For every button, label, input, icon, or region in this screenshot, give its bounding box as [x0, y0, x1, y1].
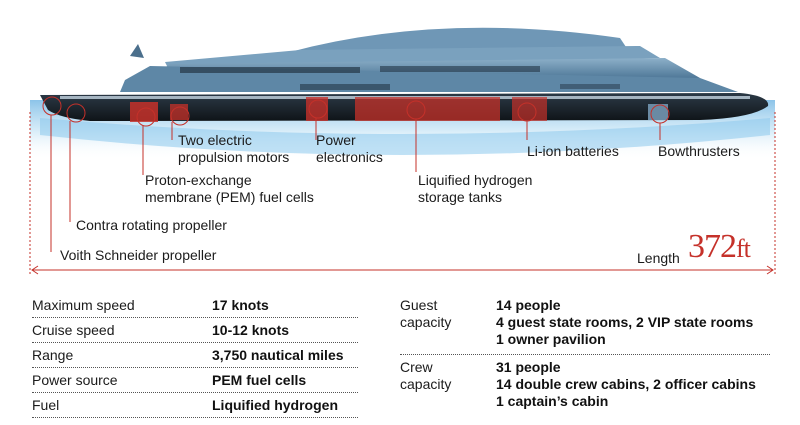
guest-capacity-value: 4 guest state rooms, 2 VIP state rooms [496, 314, 754, 330]
spec-row: Range 3,750 nautical miles [32, 343, 358, 368]
spec-row: Maximum speed 17 knots [32, 293, 358, 318]
spec-label: Range [32, 347, 74, 363]
label-power-electronics: Power electronics [316, 132, 383, 165]
label-pem-fuel-cells: Proton-exchange membrane (PEM) fuel cell… [145, 172, 314, 205]
spec-value: PEM fuel cells [212, 372, 307, 388]
crew-capacity-value: 31 people [496, 359, 561, 375]
guest-capacity-value: 1 owner pavilion [496, 331, 606, 347]
callout-voith-circle [42, 96, 62, 116]
callout-contra-circle [66, 103, 86, 123]
spec-row: Cruise speed 10-12 knots [32, 318, 358, 343]
length-label: Length [637, 250, 680, 266]
crew-capacity-label: Crew capacity [400, 359, 452, 392]
guest-capacity-values: 14 people 4 guest state rooms, 2 VIP sta… [496, 297, 753, 348]
label-hydrogen-tanks: Liquified hydrogen storage tanks [418, 172, 533, 205]
length-unit: ft [736, 234, 751, 263]
label-contra-propeller: Contra rotating propeller [76, 217, 227, 233]
label-propulsion-motors: Two electric propulsion motors [178, 132, 290, 165]
spec-value: 17 knots [212, 297, 269, 313]
guest-capacity-value: 14 people [496, 297, 561, 313]
spec-label: Maximum speed [32, 297, 135, 313]
guest-capacity-block: Guest capacity 14 people 4 guest state r… [400, 293, 770, 355]
callout-lines [42, 96, 670, 252]
crew-capacity-values: 31 people 14 double crew cabins, 2 offic… [496, 359, 756, 410]
spec-label: Fuel [32, 397, 60, 413]
guest-capacity-label: Guest capacity [400, 297, 452, 330]
spec-label: Cruise speed [32, 322, 115, 338]
label-bowthrusters: Bowthrusters [658, 143, 740, 159]
spec-row: Fuel Liquified hydrogen [32, 393, 358, 418]
callout-pem-circle [136, 107, 156, 127]
label-li-ion-batteries: Li-ion batteries [527, 143, 619, 159]
specs-table-right: Guest capacity 14 people 4 guest state r… [400, 293, 770, 416]
spec-label: Power source [32, 372, 118, 388]
length-number: 372 [688, 228, 737, 265]
yacht-diagram [29, 27, 776, 275]
length-dimension-line [29, 112, 776, 275]
crew-capacity-value: 14 double crew cabins, 2 officer cabins [496, 376, 756, 392]
crew-capacity-value: 1 captain’s cabin [496, 393, 609, 409]
spec-value: Liquified hydrogen [212, 397, 338, 413]
spec-value: 10-12 knots [212, 322, 290, 338]
label-voith-propeller: Voith Schneider propeller [60, 247, 217, 263]
length-value: 372ft [688, 228, 751, 266]
callout-motors-circle [170, 106, 190, 126]
callout-power-circle [308, 99, 328, 119]
hull-components [130, 97, 668, 122]
spec-row: Power source PEM fuel cells [32, 368, 358, 393]
spec-value: 3,750 nautical miles [212, 347, 344, 363]
specs-table-left: Maximum speed 17 knots Cruise speed 10-12 … [32, 293, 358, 418]
yacht-superstructure [120, 27, 738, 92]
crew-capacity-block: Crew capacity 31 people 14 double crew c… [400, 355, 770, 416]
